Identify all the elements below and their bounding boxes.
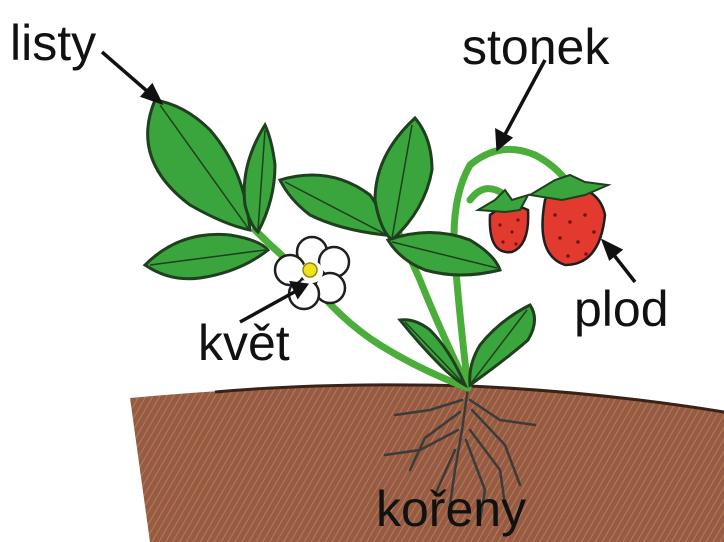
label-roots: kořeny — [376, 484, 526, 534]
label-stem: stonek — [462, 22, 609, 72]
arrow-head-fruit — [604, 242, 620, 258]
label-flower: květ — [198, 318, 290, 368]
label-fruit: plod — [574, 284, 669, 334]
label-leaves: listy — [10, 18, 96, 68]
arrow-head-stem — [497, 131, 510, 148]
